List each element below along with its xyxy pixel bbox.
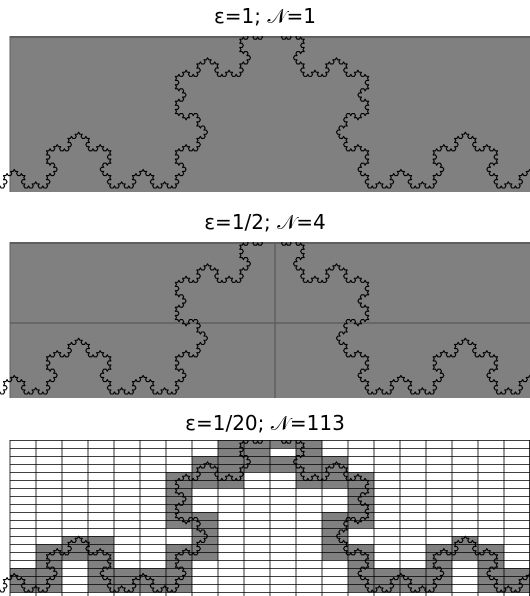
covering-boxes bbox=[10, 242, 530, 398]
covered-cell bbox=[478, 552, 504, 560]
covered-cell bbox=[348, 584, 374, 592]
covered-cell bbox=[478, 568, 504, 576]
covered-cell bbox=[192, 544, 218, 552]
covered-cell bbox=[322, 456, 348, 464]
covered-cell bbox=[192, 512, 218, 520]
covered-cell bbox=[296, 448, 322, 456]
covered-cell bbox=[400, 568, 426, 576]
covered-cell bbox=[192, 456, 218, 464]
covered-cell bbox=[426, 552, 452, 560]
covered-cell bbox=[426, 544, 452, 552]
covered-cell bbox=[192, 552, 218, 560]
covered-cell bbox=[36, 568, 62, 576]
panel-3-title: ε=1/20; 𝒩=113 bbox=[0, 411, 530, 435]
panel-1-title: ε=1; 𝒩=1 bbox=[0, 4, 530, 28]
covered-cell bbox=[322, 480, 348, 488]
covered-cell bbox=[478, 544, 504, 552]
panel-3-figure bbox=[0, 440, 530, 596]
panel-2-figure bbox=[0, 242, 530, 398]
covered-cell bbox=[192, 520, 218, 528]
covered-cell bbox=[322, 536, 348, 544]
covered-cell bbox=[270, 440, 296, 448]
panel-1-figure bbox=[0, 36, 530, 192]
covered-cell bbox=[114, 568, 140, 576]
covered-cell bbox=[348, 480, 374, 488]
covered-cell bbox=[192, 472, 218, 480]
covered-cell bbox=[296, 440, 322, 448]
panel-2-title: ε=1/2; 𝒩=4 bbox=[0, 210, 530, 234]
covered-cell bbox=[348, 568, 374, 576]
covering-box bbox=[10, 36, 530, 192]
covered-cell bbox=[218, 456, 244, 464]
covered-cell bbox=[348, 560, 374, 568]
covered-cell bbox=[192, 480, 218, 488]
covered-cell bbox=[62, 552, 88, 560]
covered-cell bbox=[270, 464, 296, 472]
covered-cell bbox=[270, 456, 296, 464]
covered-cell bbox=[218, 480, 244, 488]
covered-cell bbox=[348, 488, 374, 496]
covered-cell bbox=[504, 584, 530, 592]
covered-cell bbox=[400, 584, 426, 592]
covered-cell bbox=[244, 448, 270, 456]
covered-cell bbox=[88, 536, 114, 544]
covered-cell bbox=[296, 480, 322, 488]
covered-cell bbox=[62, 544, 88, 552]
covered-cell bbox=[374, 568, 400, 576]
covered-cell bbox=[504, 568, 530, 576]
covered-cell bbox=[322, 552, 348, 560]
covered-cell bbox=[322, 512, 348, 520]
covered-cell bbox=[426, 568, 452, 576]
